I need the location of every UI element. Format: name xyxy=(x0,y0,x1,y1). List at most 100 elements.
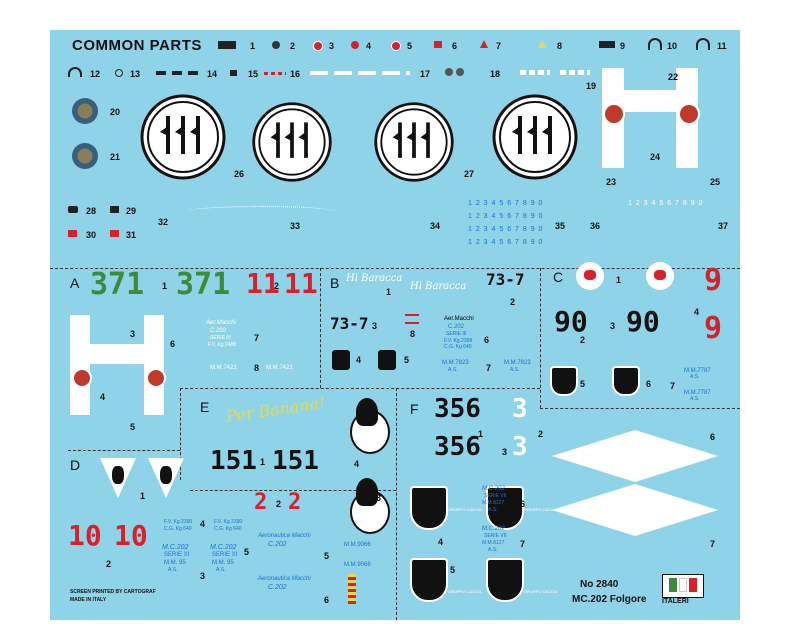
maker-stencil: F.V. Kg 2398 xyxy=(444,338,473,344)
part-number: 27 xyxy=(464,169,475,179)
section-e-label: E xyxy=(200,399,210,415)
part-number: 3 xyxy=(130,329,136,339)
fasces-roundel-icon xyxy=(492,94,578,180)
mm-serial: A.S. xyxy=(216,567,226,573)
part-number: 10 xyxy=(667,41,678,51)
code-371: 371 xyxy=(90,267,145,302)
part-number: 17 xyxy=(420,69,431,79)
mm-serial: M.M.7421 xyxy=(266,365,293,371)
serial-row: 1 2 3 4 5 6 7 8 9 0 xyxy=(468,213,544,220)
part-number: 3 xyxy=(502,447,508,457)
part-number: 11 xyxy=(717,41,727,51)
part-number: 4 xyxy=(200,519,206,529)
wheel-hub-icon xyxy=(72,143,98,169)
part-number: 4 xyxy=(356,355,362,365)
part-number: 6 xyxy=(520,499,526,509)
savoy-crest-icon xyxy=(603,103,625,125)
mm-serial: A.S. xyxy=(488,507,498,513)
maker-stencil: C.G. Kg 640 xyxy=(214,526,242,532)
mm-serial: A.S. xyxy=(168,567,178,573)
part-number: 2 xyxy=(276,499,282,509)
product-number: No 2840 xyxy=(580,579,619,590)
gazelle-shield-icon xyxy=(410,486,448,530)
decal-sheet: COMMON PARTS 1 2 3 4 5 6 7 8 9 10 11 12 … xyxy=(50,30,740,620)
section-d-label: D xyxy=(70,457,81,473)
part-number: 7 xyxy=(254,333,260,343)
script-per-banana: Per Banana! xyxy=(225,393,327,426)
part-number: 8 xyxy=(254,363,260,373)
part-number: 1 xyxy=(140,491,146,501)
section-divider xyxy=(50,268,740,269)
part-number: 6 xyxy=(484,335,490,345)
part-number: 8 xyxy=(410,329,416,339)
part-number: 5 xyxy=(450,565,456,575)
part-number: 3 xyxy=(200,571,206,581)
marker-decal xyxy=(434,41,442,48)
section-a-label: A xyxy=(70,275,80,291)
made-in: MADE IN ITALY xyxy=(70,597,107,603)
mm-serial: M.M. 95 xyxy=(212,560,234,566)
panel-decal xyxy=(218,41,236,49)
part-number: 2 xyxy=(510,297,516,307)
section-c-label: C xyxy=(553,269,564,285)
mm-serial: M.M. 95 xyxy=(164,560,186,566)
panel-decal xyxy=(599,41,615,48)
part-number: 1 xyxy=(616,275,622,285)
wheel-hub-icon xyxy=(72,98,98,124)
savoy-crest-icon xyxy=(678,103,700,125)
part-number: 3 xyxy=(329,41,335,51)
code-356: 356 xyxy=(434,432,481,462)
small-decal xyxy=(68,230,77,237)
stencil-decal xyxy=(520,70,550,75)
white-cross-decal xyxy=(624,90,676,112)
type-stencil: SERIE XI xyxy=(164,552,190,558)
stripe-decal xyxy=(156,71,204,75)
brand-name: ITALERI xyxy=(662,598,689,605)
section-divider xyxy=(540,408,740,409)
part-number: 31 xyxy=(126,230,137,240)
section-f-label: F xyxy=(410,401,419,417)
type-stencil: SERIE VII xyxy=(484,493,507,499)
code-73-7: 73-7 xyxy=(330,314,369,333)
part-number: 5 xyxy=(580,379,586,389)
maker-stencil: F.V. Kg 2488 xyxy=(208,342,237,348)
part-number: 7 xyxy=(486,363,492,373)
maker-stencil: C.G. Kg 640 xyxy=(164,526,192,532)
part-number: 20 xyxy=(110,107,121,117)
elephant-icon xyxy=(654,270,666,280)
part-number: 5 xyxy=(130,422,136,432)
part-number: 1 xyxy=(250,41,256,51)
part-number: 34 xyxy=(430,221,441,231)
code-10: 10 xyxy=(68,519,102,552)
printer-credit: SCREEN PRINTED BY CARTOGRAF xyxy=(70,589,156,595)
section-divider xyxy=(180,388,540,389)
type-stencil: SERIE XI xyxy=(212,552,238,558)
mm-serial: M.M.7421 xyxy=(210,365,237,371)
part-number: 5 xyxy=(324,551,330,561)
stencil-arc-decal xyxy=(186,206,336,217)
serial-row: 1 2 3 4 5 6 7 8 9 0 xyxy=(468,239,544,246)
part-number: 22 xyxy=(668,72,679,82)
roundel-decal xyxy=(391,41,401,51)
part-number: 26 xyxy=(234,169,245,179)
stencil-decal xyxy=(310,71,410,75)
code-90: 90 xyxy=(626,305,660,338)
stripe-decal xyxy=(264,72,286,75)
dial-decal xyxy=(456,68,464,76)
dial-decal xyxy=(445,68,453,76)
part-number: 16 xyxy=(290,69,301,79)
part-number: 24 xyxy=(650,152,661,162)
serial-row: 1 2 3 4 5 6 7 8 9 0 xyxy=(468,226,544,233)
mm-serial: M.M.9066 xyxy=(344,562,371,568)
part-number: 2 xyxy=(290,41,296,51)
code-9: 9 xyxy=(704,263,723,298)
part-number: 6 xyxy=(452,41,458,51)
ring-decal xyxy=(115,69,123,77)
code-9: 9 xyxy=(704,311,723,346)
part-number: 23 xyxy=(606,177,617,187)
fasces-roundel-icon xyxy=(374,102,454,182)
part-number: 29 xyxy=(126,206,137,216)
gazelle-shield-icon xyxy=(410,558,448,602)
part-number: 33 xyxy=(290,221,301,231)
part-number: 6 xyxy=(646,379,652,389)
